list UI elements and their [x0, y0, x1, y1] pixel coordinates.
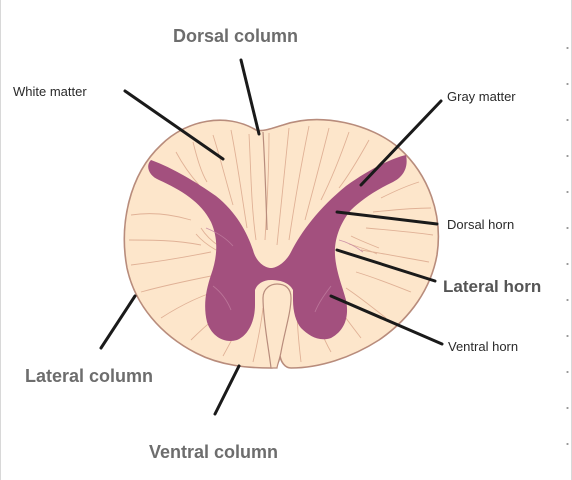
label-gray-matter: Gray matter: [447, 89, 516, 104]
label-dorsal-horn: Dorsal horn: [447, 217, 515, 232]
label-ventral-column: Ventral column: [149, 442, 279, 462]
label-lateral-horn: Lateral horn: [443, 277, 542, 296]
leader-lateral-column: [99, 294, 137, 350]
leader-dorsal-horn: [335, 210, 439, 226]
gray-matter-detail: [205, 227, 364, 313]
leader-ventral-column: [213, 364, 241, 416]
leader-dorsal-column: [239, 58, 261, 136]
leader-gray-matter: [359, 99, 443, 187]
ventral-fissure: [262, 283, 292, 369]
leader-lines: [99, 58, 444, 416]
dorsal-septum: [262, 131, 268, 231]
leader-lateral-horn: [335, 248, 437, 283]
label-ventral-horn: Ventral horn: [448, 339, 519, 354]
edge-dots: [566, 30, 569, 450]
leader-ventral-horn: [329, 294, 444, 346]
gray-matter-region: [148, 155, 407, 341]
label-lateral-column: Lateral column: [25, 366, 154, 386]
label-dorsal-column: Dorsal column: [173, 26, 299, 46]
leader-white-matter: [123, 89, 225, 161]
label-white-matter: White matter: [13, 84, 87, 99]
